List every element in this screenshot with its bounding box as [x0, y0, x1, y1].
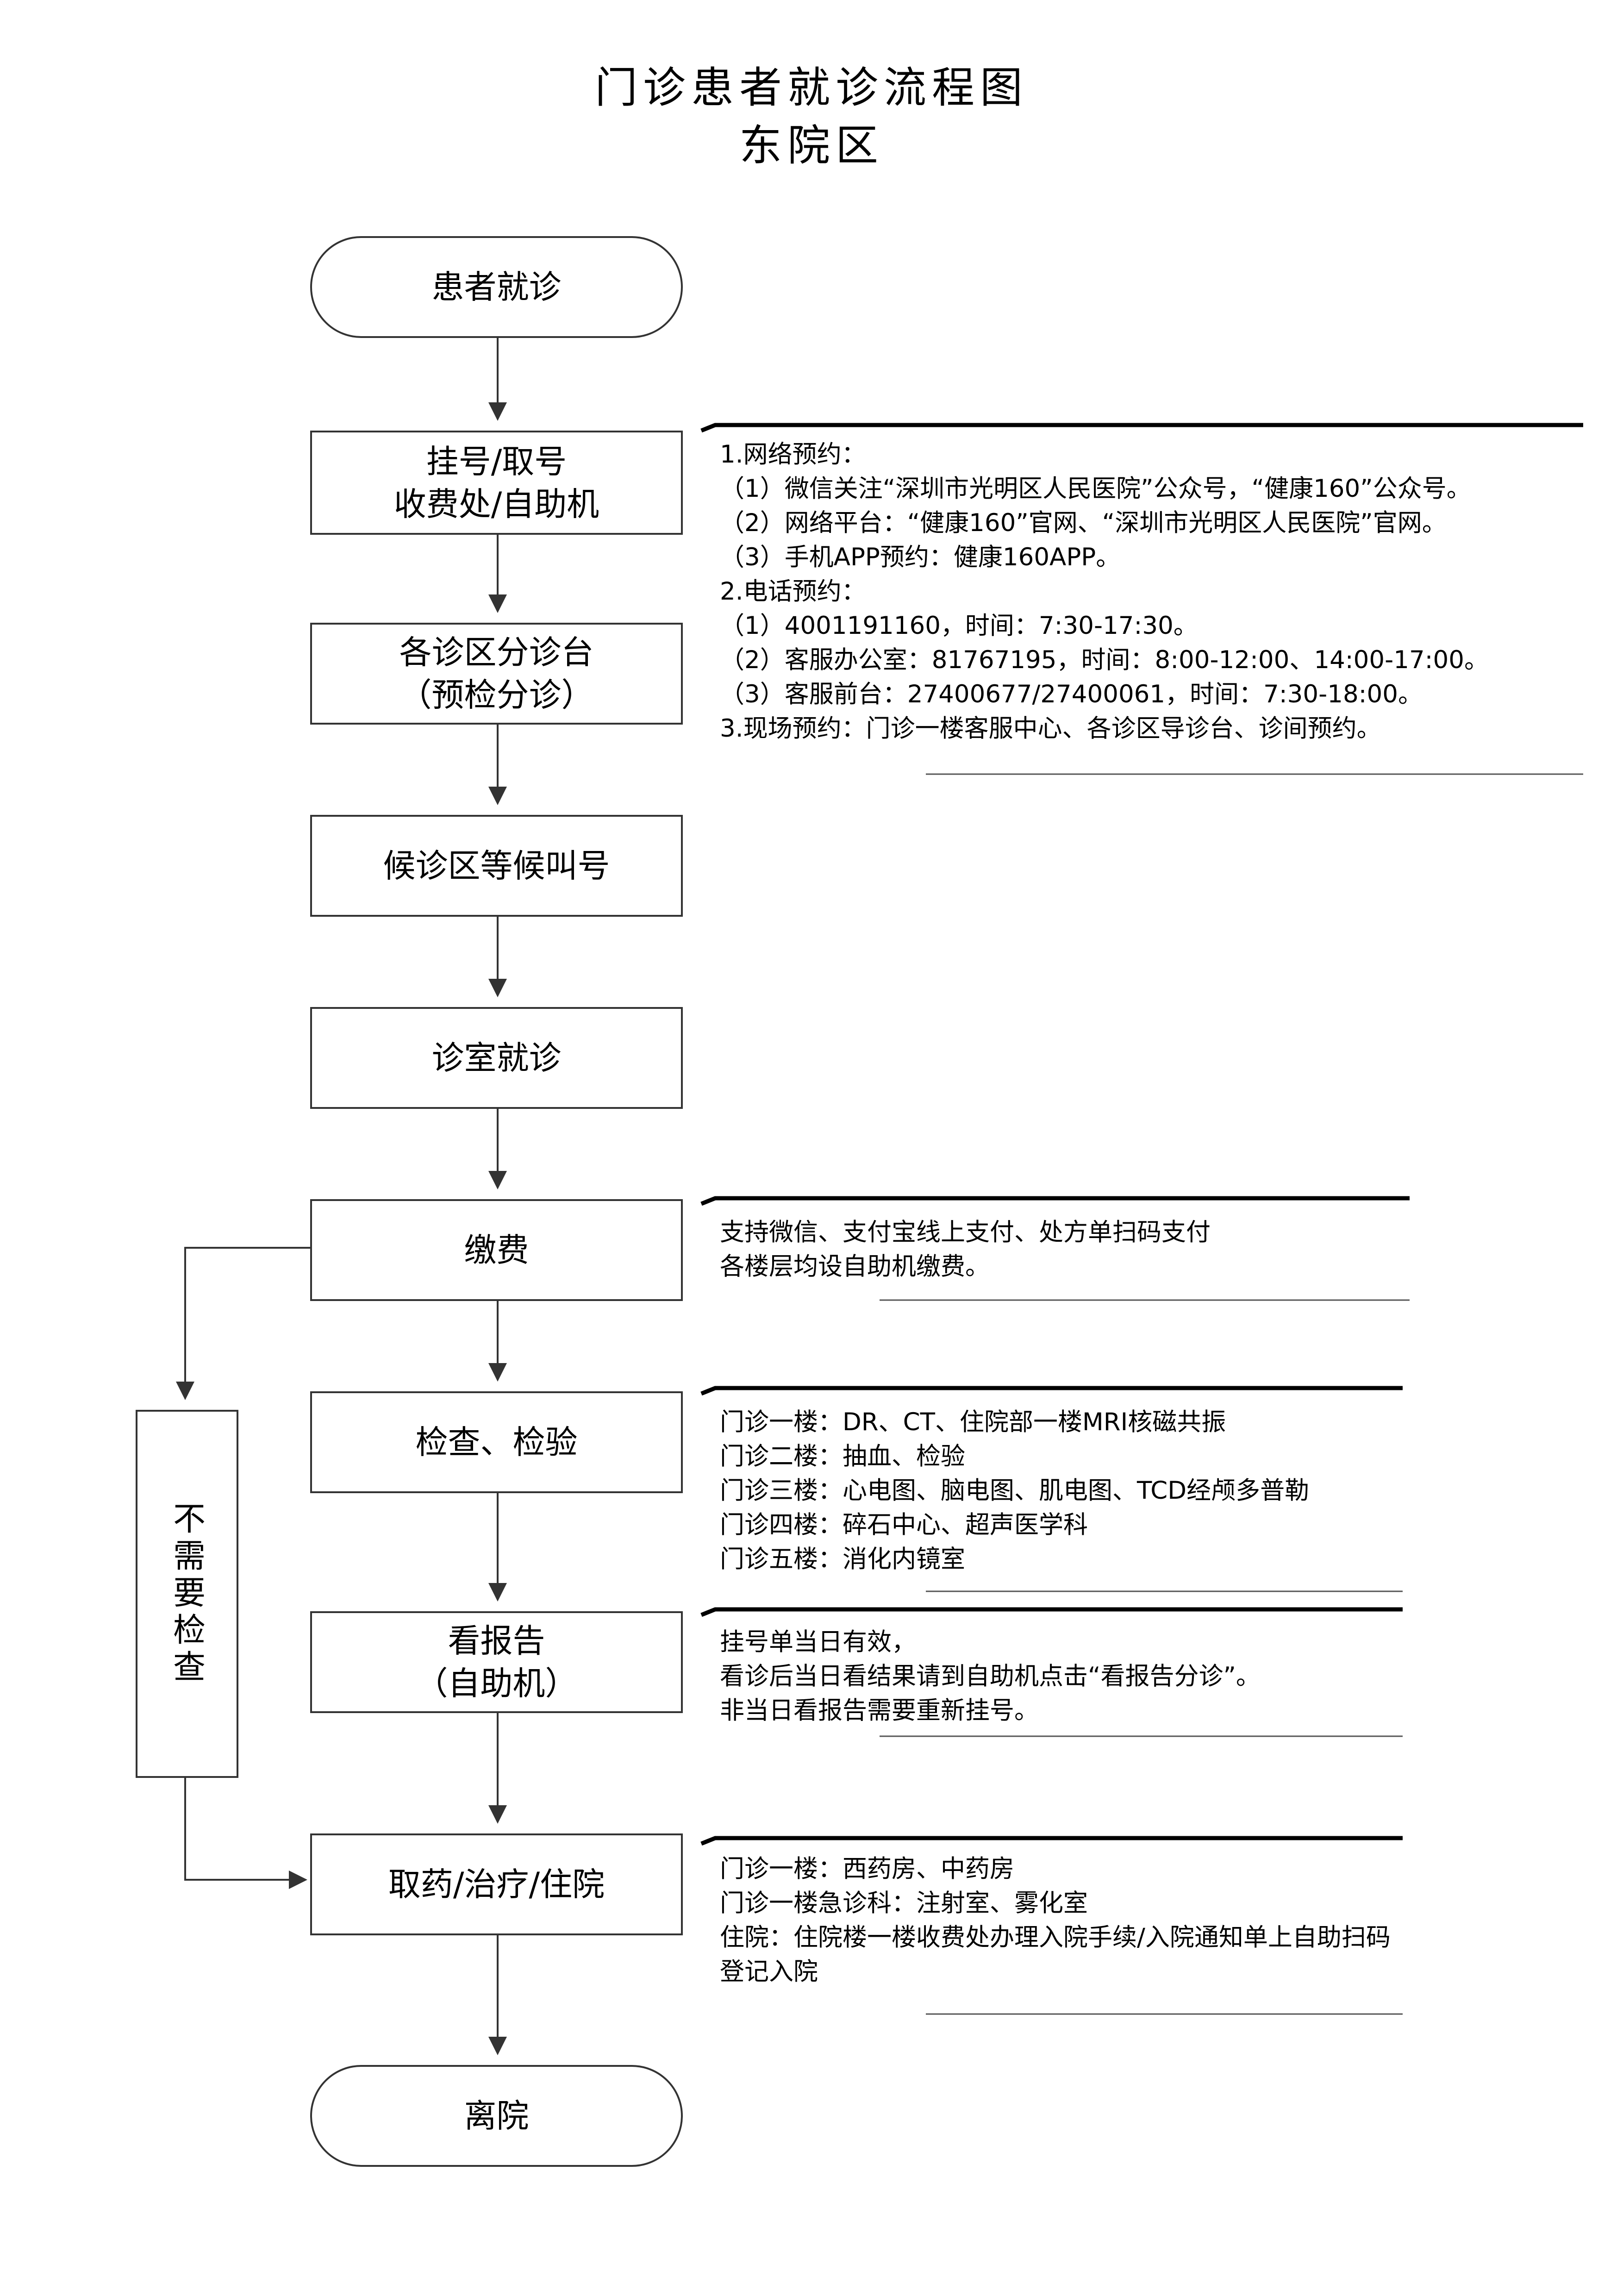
note-report-line: 非当日看报告需要重新挂号。 [720, 1696, 1039, 1725]
note-lines-report [700, 1607, 1403, 1737]
no-exam-node: 不需要检查 [136, 1410, 238, 1778]
note-appointment-line: （2）网络平台：“健康160”官网、“深圳市光明区人民医院”官网。 [720, 509, 1447, 537]
note-payment-line: 各楼层均设自助机缴费。 [720, 1252, 990, 1281]
note-exam-line: 门诊五楼：消化内镜室 [720, 1545, 965, 1573]
start-node-label: 患者就诊 [431, 268, 562, 306]
note-exam-line: 门诊二楼：抽血、检验 [720, 1442, 965, 1470]
note-treatment-line: 门诊一楼急诊科：注射室、雾化室 [720, 1889, 1088, 1917]
wait-node: 候诊区等候叫号 [310, 815, 683, 917]
note-exam: 门诊一楼：DR、CT、住院部一楼MRI核磁共振 门诊二楼：抽血、检验 门诊三楼：… [720, 1405, 1309, 1577]
treatment-node-label: 取药/治疗/住院 [388, 1865, 605, 1903]
triage-node-line1: 各诊区分诊台 [399, 633, 594, 671]
note-appointment-line: （2）客服办公室：81767195，时间：8:00-12:00、14:00-17… [720, 646, 1489, 674]
note-payment: 支持微信、支付宝线上支付、处方单扫码支付 各楼层均设自助机缴费。 [720, 1215, 1211, 1284]
note-appointment-line: （3）手机APP预约：健康160APP。 [720, 543, 1121, 571]
note-treatment-line: 门诊一楼：西药房、中药房 [720, 1855, 1014, 1883]
note-appointment-line: 2.电话预约： [720, 577, 866, 606]
leave-node: 离院 [310, 2065, 683, 2167]
arrow-payment-to-no-exam [176, 1247, 310, 1400]
register-node-line1: 挂号/取号 [426, 442, 567, 481]
no-exam-node-label: 不需要检查 [168, 1501, 206, 1687]
arrow-no-exam-to-treatment [184, 1778, 307, 1889]
note-exam-line: 门诊一楼：DR、CT、住院部一楼MRI核磁共振 [720, 1408, 1226, 1436]
page-subtitle: 东院区 [739, 121, 884, 170]
note-appointment-line: 1.网络预约： [720, 440, 866, 469]
payment-node-label: 缴费 [464, 1231, 529, 1269]
note-lines-payment [700, 1196, 1410, 1301]
report-node-line1: 看报告 [448, 1622, 545, 1660]
note-appointment-line: （1）4001191160，时间：7:30-17:30。 [720, 612, 1198, 640]
consult-node: 诊室就诊 [310, 1007, 683, 1109]
note-treatment-line: 住院：住院楼一楼收费处办理入院手续/入院通知单上自助扫码登记入院 [720, 1923, 1391, 1986]
note-treatment: 门诊一楼：西药房、中药房 门诊一楼急诊科：注射室、雾化室 住院：住院楼一楼收费处… [720, 1852, 1400, 1989]
note-report-line: 挂号单当日有效， [720, 1628, 916, 1656]
register-node: 挂号/取号 收费处/自助机 [310, 431, 683, 535]
note-lines-treatment [700, 1836, 1403, 2015]
exam-node: 检查、检验 [310, 1391, 683, 1493]
report-node: 看报告 （自助机） [310, 1611, 683, 1713]
payment-node: 缴费 [310, 1199, 683, 1301]
wait-node-label: 候诊区等候叫号 [383, 847, 610, 885]
consult-node-label: 诊室就诊 [431, 1039, 562, 1077]
report-node-line2: （自助机） [415, 1664, 578, 1702]
note-report-line: 看诊后当日看结果请到自助机点击“看报告分诊”。 [720, 1662, 1261, 1690]
note-exam-line: 门诊四楼：碎石中心、超声医学科 [720, 1511, 1088, 1539]
note-appointment-line: 3.现场预约：门诊一楼客服中心、各诊区导诊台、诊间预约。 [720, 714, 1381, 743]
note-exam-line: 门诊三楼：心电图、脑电图、肌电图、TCD经颅多普勒 [720, 1476, 1310, 1505]
treatment-node: 取药/治疗/住院 [310, 1833, 683, 1935]
start-node: 患者就诊 [310, 236, 683, 338]
note-appointment-line: （1）微信关注“深圳市光明区人民医院”公众号，“健康160”公众号。 [720, 475, 1471, 503]
triage-node-line2: （预检分诊） [399, 676, 594, 714]
note-payment-line: 支持微信、支付宝线上支付、处方单扫码支付 [720, 1218, 1211, 1246]
note-appointment-line: （3）客服前台：27400677/27400061，时间：7:30-18:00。 [720, 680, 1423, 708]
register-node-line2: 收费处/自助机 [393, 485, 599, 523]
note-report: 挂号单当日有效， 看诊后当日看结果请到自助机点击“看报告分诊”。 非当日看报告需… [720, 1625, 1261, 1728]
triage-node: 各诊区分诊台 （预检分诊） [310, 623, 683, 725]
note-lines-appointment [700, 423, 1583, 775]
exam-node-label: 检查、检验 [415, 1423, 578, 1461]
page-title: 门诊患者就诊流程图 [594, 63, 1028, 113]
note-appointment: 1.网络预约： （1）微信关注“深圳市光明区人民医院”公众号，“健康160”公众… [720, 438, 1572, 746]
leave-node-label: 离院 [464, 2097, 529, 2135]
note-lines-exam [700, 1386, 1403, 1592]
